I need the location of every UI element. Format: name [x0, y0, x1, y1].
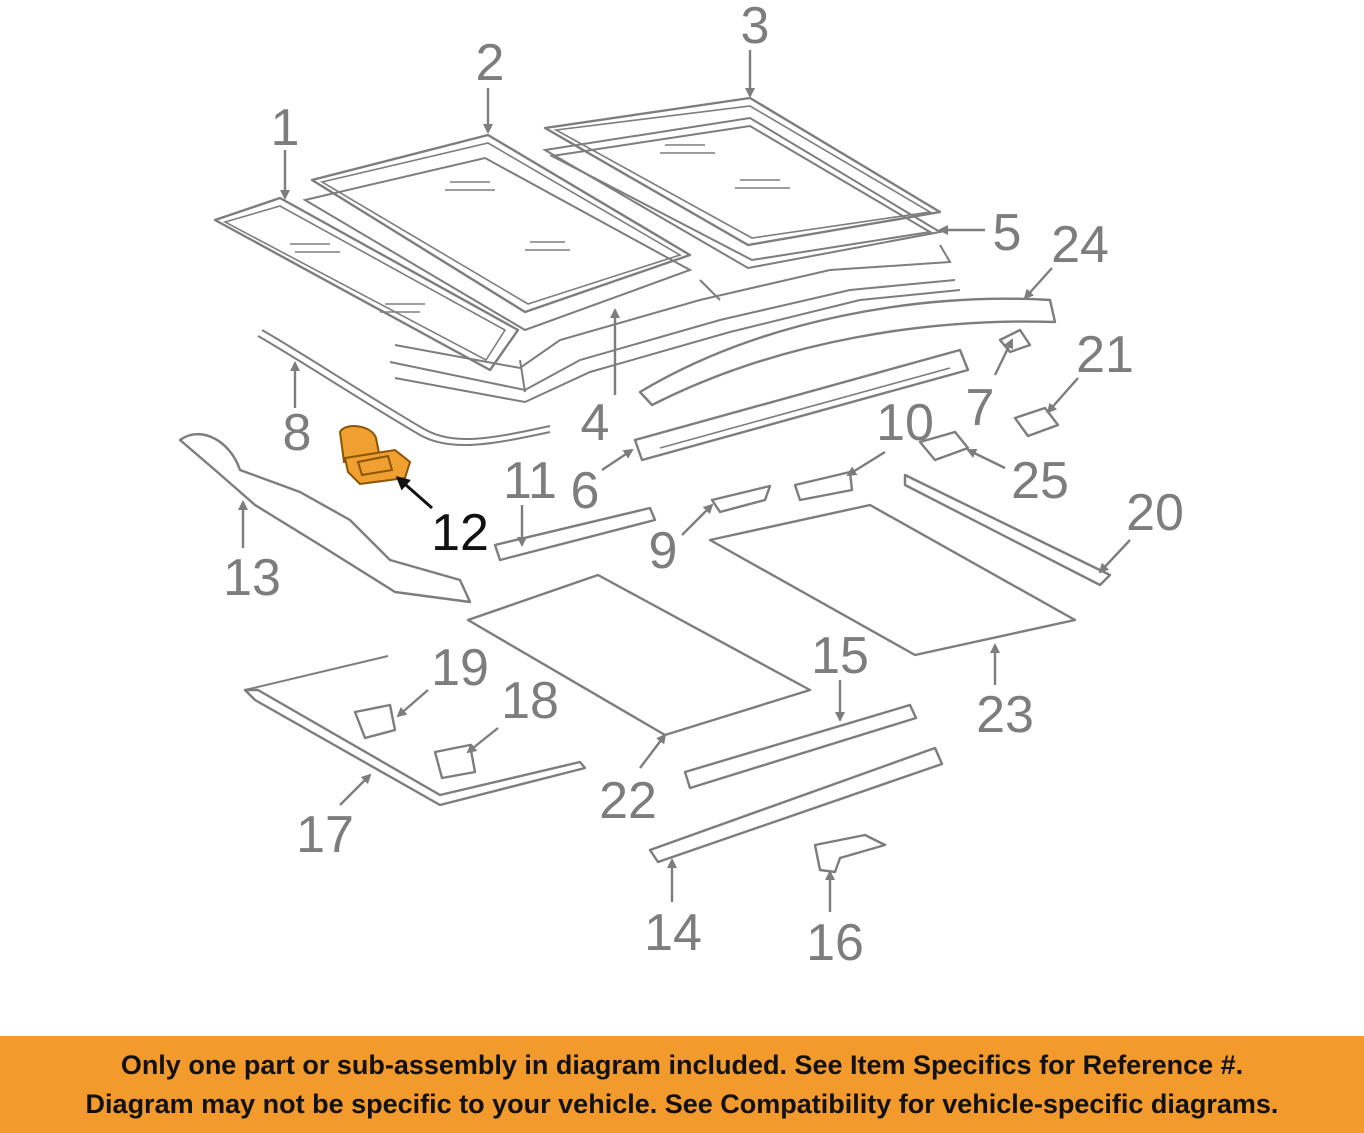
part-21-bracket: [1013, 406, 1060, 438]
part-23-rear-sunshade: [708, 503, 1077, 657]
part-10-bracket: [793, 470, 854, 502]
part-1-front-glass-panel: [213, 196, 520, 372]
callout-20: 20: [1126, 484, 1184, 542]
part-2-middle-glass-panel: [302, 133, 693, 332]
callout-14: 14: [644, 904, 702, 962]
callout-12: 12: [431, 504, 489, 562]
callout-21: 21: [1076, 326, 1134, 384]
callout-17: 17: [296, 806, 354, 864]
callout-11: 11: [503, 452, 557, 510]
part-7-bracket: [998, 328, 1032, 354]
callout-23: 23: [976, 686, 1034, 744]
disclaimer-line-1: Only one part or sub-assembly in diagram…: [120, 1049, 1244, 1080]
callout-8: 8: [283, 404, 312, 462]
part-25-bracket: [918, 430, 970, 462]
disclaimer-banner: Only one part or sub-assembly in diagram…: [0, 1036, 1364, 1133]
part-11-trim-strip: [493, 506, 657, 562]
callout-2: 2: [476, 34, 505, 92]
callout-18: 18: [501, 672, 559, 730]
callout-24: 24: [1051, 216, 1109, 274]
disclaimer-line-2: Diagram may not be specific to your vehi…: [85, 1088, 1279, 1119]
callout-4: 4: [581, 394, 610, 452]
part-8-drive-cable: [257, 329, 551, 447]
callout-labels: 1 2 3 4 5 6 7 8 9 10 11 12 13 14 15 16 1…: [223, 0, 1184, 972]
callout-16: 16: [806, 914, 864, 972]
leader-lines: [238, 50, 1131, 912]
part-19-clip: [353, 703, 397, 740]
part-14-rail: [648, 746, 944, 864]
callout-1: 1: [271, 99, 300, 157]
callout-7: 7: [966, 379, 995, 437]
part-20-rail: [903, 473, 1112, 587]
callout-15: 15: [811, 627, 869, 685]
callout-10: 10: [876, 394, 934, 452]
part-15-rail: [683, 703, 918, 790]
callout-13: 13: [223, 549, 281, 607]
callout-9: 9: [649, 522, 678, 580]
part-18-clip: [433, 743, 477, 780]
parts-diagram: 1 2 3 4 5 6 7 8 9 10 11 12 13 14 15 16 1…: [178, 0, 1184, 972]
part-24-wind-deflector-rail: [638, 297, 1057, 407]
callout-19: 19: [431, 639, 489, 697]
callout-6: 6: [571, 462, 600, 520]
callout-22: 22: [599, 772, 657, 830]
part-13-side-frame: [178, 432, 472, 604]
callout-5: 5: [993, 204, 1022, 262]
callout-3: 3: [741, 0, 770, 55]
part-4-roof-frame: [389, 244, 961, 404]
part-9-lever: [710, 484, 772, 514]
callout-25: 25: [1011, 452, 1069, 510]
part-22-front-sunshade: [466, 573, 812, 737]
part-6-guide-rail: [633, 348, 970, 462]
part-12-sunroof-motor-highlighted: [338, 425, 412, 486]
part-17-drain-frame: [243, 655, 587, 807]
part-16-bracket: [813, 833, 887, 874]
